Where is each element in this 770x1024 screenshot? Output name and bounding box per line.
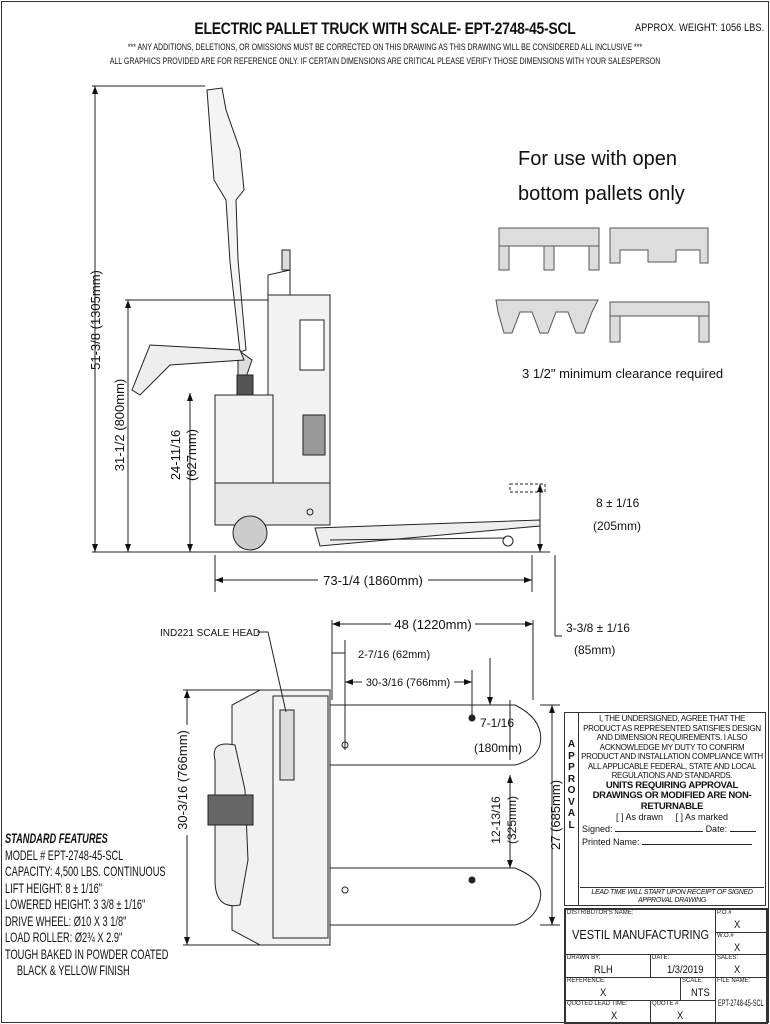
printed-name-field[interactable]	[642, 844, 753, 845]
standard-features: STANDARD FEATURES MODEL # EPT-2748-45-SC…	[5, 830, 168, 979]
inner-span-dim: 12-13/16	[489, 796, 503, 844]
outer-width-dim: 27 (685mm)	[548, 780, 563, 850]
feature-item: DRIVE WHEEL: Ø10 X 3 1/8"	[5, 912, 127, 929]
body-height-mm: (627mm)	[184, 429, 199, 481]
date-value: 1/3/2019	[667, 964, 704, 976]
drawn-by-value: RLH	[594, 964, 613, 976]
title-block: DISTRIBUTOR'S NAME:VESTIL MANUFACTURING …	[564, 908, 768, 1024]
wo-label: W.O.#	[717, 933, 734, 939]
side-view-truck	[131, 87, 546, 551]
quote-value: X	[677, 1010, 684, 1022]
inner-span-mm: (325mm)	[505, 796, 519, 844]
inner-length-dim: 30-3/16 (766mm)	[366, 677, 450, 689]
pallet-note-line2: bottom pallets only	[518, 183, 685, 205]
lift-height-dim: 8 ± 1/16	[596, 496, 640, 510]
handle-height-dim: 31-1/2 (800mm)	[112, 379, 127, 471]
approval-side-text: APPROVAL	[567, 739, 576, 831]
drawn-by-label: DRAWN BY:	[567, 955, 601, 961]
approval-text: I, THE UNDERSIGNED, AGREE THAT THE PRODU…	[581, 714, 763, 780]
sales-value: X	[734, 964, 741, 976]
scale-head-label: IND221 SCALE HEAD	[160, 628, 260, 639]
po-value: X	[734, 919, 741, 931]
distributor-label: DISTRIBUTOR'S NAME:	[567, 910, 634, 916]
file-name-value: EPT-2748-45-SCL	[718, 998, 764, 1008]
clearance-note: 3 1/2" minimum clearance required	[522, 366, 723, 381]
fork-length-gap	[391, 615, 475, 633]
feature-item: LOWERED HEIGHT: 3 3/8 ± 1/16"	[5, 896, 146, 912]
printed-name-label: Printed Name:	[582, 837, 640, 847]
approval-box: APPROVAL I, THE UNDERSIGNED, AGREE THAT …	[564, 712, 766, 906]
pallet-illustrations	[495, 227, 710, 343]
signed-label: Signed:	[582, 824, 613, 834]
lead-time-label: QUOTED LEAD TIME:	[567, 1001, 628, 1007]
fork-length-dim: 48 (1220mm)	[394, 617, 471, 632]
file-name-label: FILE NAME:	[717, 978, 751, 984]
body-width-gap	[176, 725, 190, 835]
body-height-dim: 24-11/16	[168, 430, 183, 480]
top-view-truck	[207, 689, 542, 946]
wo-value: X	[734, 942, 741, 954]
scale-label: SCALE:	[682, 978, 704, 984]
inclusive-note: *** ANY ADDITIONS, DELETIONS, OR OMISSIO…	[127, 42, 643, 52]
scale-value: NTS	[691, 987, 710, 999]
feature-item: LIFT HEIGHT: 8 ± 1/16"	[5, 879, 103, 896]
length-dim-gap	[318, 571, 428, 589]
quote-label: QUOTE #	[652, 1001, 679, 1007]
feature-item: BLACK & YELLOW FINISH	[16, 962, 130, 978]
fork-width-dim: 7-1/16	[480, 716, 514, 730]
lead-time-note: LEAD TIME WILL START UPON RECEIPT OF SIG…	[580, 887, 764, 905]
reference-label: REFERENCE:	[567, 978, 606, 984]
length-dim: 73-1/4 (1860mm)	[323, 573, 423, 588]
approx-weight: APPROX. WEIGHT: 1056 LBS.	[634, 22, 764, 34]
reference-note: ALL GRAPHICS PROVIDED ARE FOR REFERENCE …	[109, 56, 661, 66]
date-label: Date:	[705, 824, 728, 834]
fork-width-mm: (180mm)	[474, 741, 522, 755]
feature-item: CAPACITY: 4,500 LBS. CONTINUOUS	[5, 863, 166, 879]
lead-time-value: X	[611, 1010, 618, 1022]
pallet-note-line1: For use with open	[518, 148, 677, 170]
overall-height-dim: 51-3/8 (1305mm)	[88, 270, 103, 370]
feature-item: TOUGH BAKED IN POWDER COATED	[5, 945, 169, 962]
as-marked-checkbox[interactable]: [ ] As marked	[675, 812, 729, 822]
features-heading: STANDARD FEATURES	[5, 830, 108, 846]
distributor-name: VESTIL MANUFACTURING	[572, 927, 710, 942]
approval-warning: UNITS REQUIRING APPROVAL DRAWINGS OR MOD…	[592, 779, 752, 812]
feature-item: LOAD ROLLER: Ø2¾ X 2.9"	[5, 929, 123, 945]
po-label: P.O.#	[717, 910, 732, 916]
inner-length-gap	[362, 675, 454, 690]
reference-value: X	[600, 987, 607, 999]
lift-height-mm: (205mm)	[593, 519, 641, 533]
offset-dim: 2-7/16 (62mm)	[358, 649, 430, 661]
feature-item: MODEL # EPT-2748-45-SCL	[5, 846, 124, 863]
body-width-dim: 30-3/16 (766mm)	[175, 730, 190, 830]
lowered-height-mm: (85mm)	[574, 643, 615, 657]
sales-label: SALES:	[717, 955, 739, 961]
signed-field[interactable]	[615, 831, 704, 832]
as-drawn-checkbox[interactable]: [ ] As drawn	[615, 812, 663, 822]
date-field[interactable]	[729, 831, 756, 832]
approval-side-label: APPROVAL	[565, 713, 579, 905]
date-label-tb: DATE:	[652, 955, 670, 961]
lowered-height-dim: 3-3/8 ± 1/16	[566, 621, 630, 635]
drawing-title: ELECTRIC PALLET TRUCK WITH SCALE- EPT-27…	[194, 19, 576, 38]
